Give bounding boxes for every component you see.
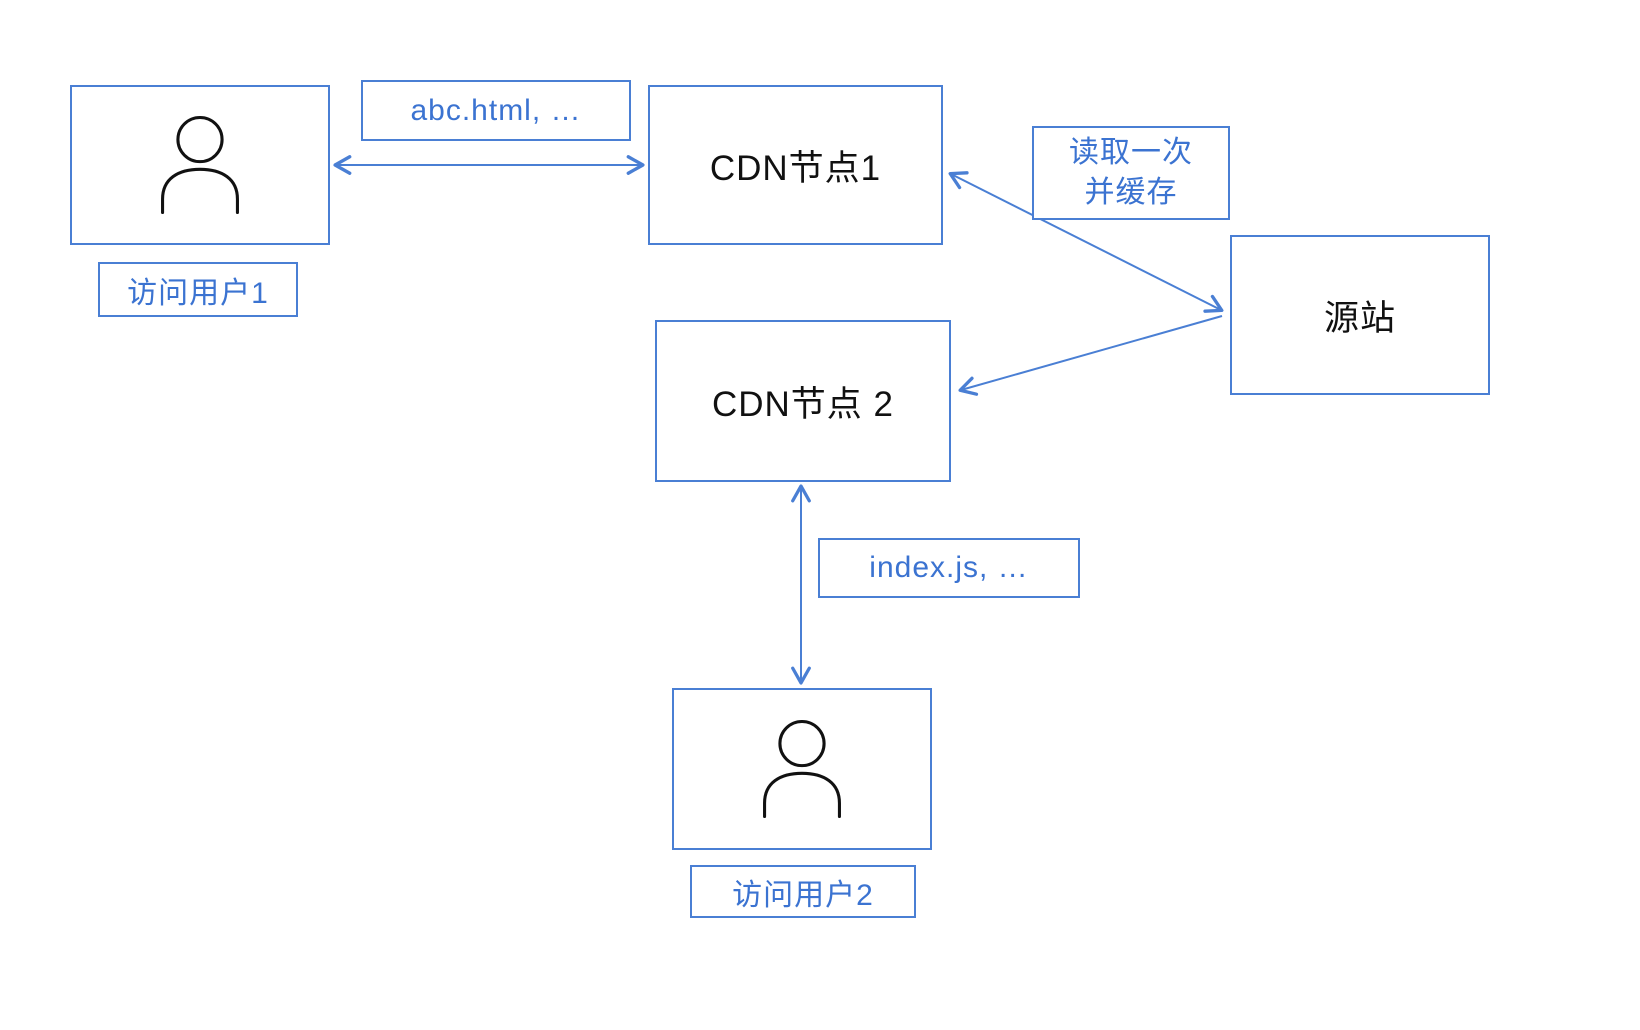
cdn1-label-text: CDN节点1 xyxy=(709,148,882,188)
cdn2-label-text: CDN节点 2 xyxy=(711,384,895,424)
node-origin: 源站 xyxy=(1230,235,1490,395)
edge-label-read-cache: 读取一次 并缓存 xyxy=(1032,126,1230,220)
abc-html-label-text: abc.html, … xyxy=(410,93,582,127)
origin-label-text: 源站 xyxy=(1323,298,1396,338)
node-user1 xyxy=(70,85,330,245)
user1-label-text: 访问用户1 xyxy=(127,276,269,310)
user-icon xyxy=(161,115,239,215)
node-user2 xyxy=(672,688,932,850)
user2-label-text: 访问用户2 xyxy=(732,878,874,912)
node-cdn2: CDN节点 2 xyxy=(655,320,951,482)
node-cdn1: CDN节点1 xyxy=(648,85,943,245)
user-icon xyxy=(763,719,841,819)
index-js-label-text: index.js, … xyxy=(869,551,1029,584)
read-cache-line2: 并缓存 xyxy=(1084,176,1178,209)
arrow-origin-cdn2 xyxy=(958,315,1223,396)
edge-label-abc-html: abc.html, … xyxy=(361,80,631,141)
edge-label-index-js: index.js, … xyxy=(818,538,1080,598)
node-user1-label: 访问用户1 xyxy=(98,262,298,317)
node-user2-label: 访问用户2 xyxy=(690,865,916,918)
read-cache-line1: 读取一次 xyxy=(1069,135,1193,169)
